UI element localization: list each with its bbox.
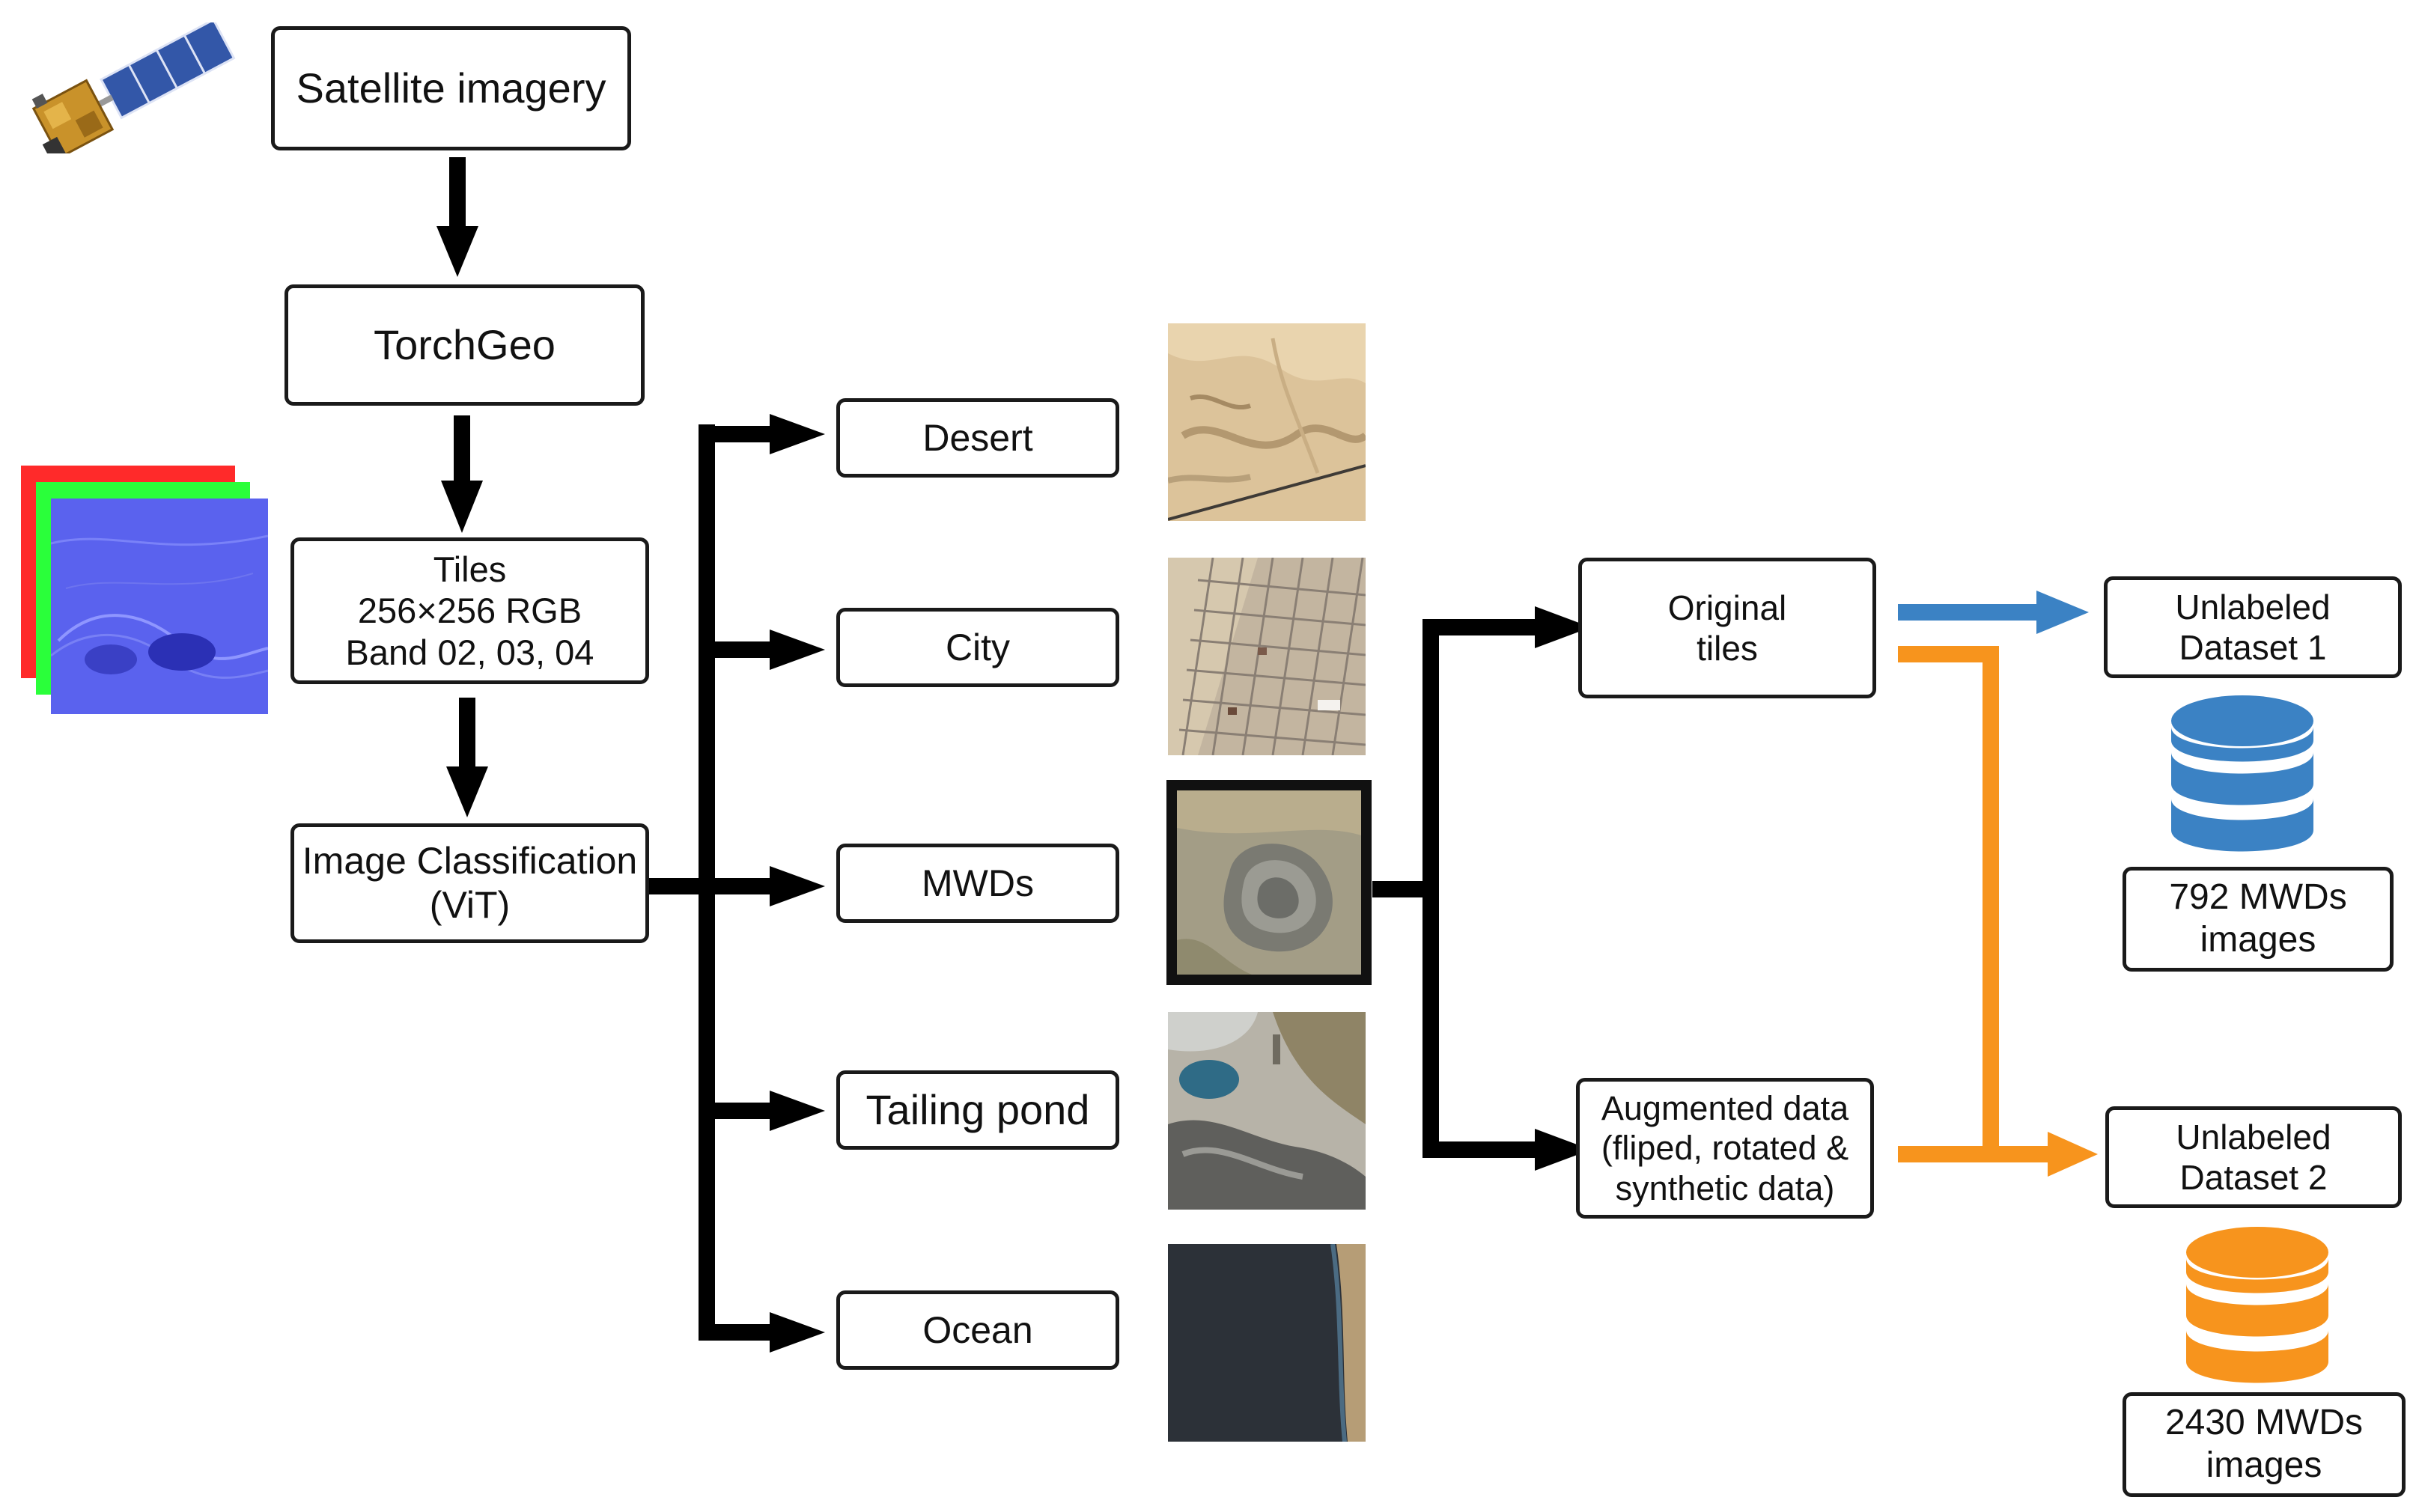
class-tailing-pond-box: Tailing pond bbox=[836, 1070, 1119, 1150]
class-desert-label: Desert bbox=[922, 416, 1033, 459]
dataset1-count-box: 792 MWDs images bbox=[2123, 867, 2394, 972]
database-icon bbox=[2186, 1227, 2328, 1383]
class-mwds-box: MWDs bbox=[836, 844, 1119, 923]
dataset2-title-1: Unlabeled bbox=[2176, 1117, 2331, 1156]
arrow-to-dataset2 bbox=[1898, 646, 2098, 1177]
image-classification-box: Image Classification (ViT) bbox=[290, 823, 649, 943]
arrow-to-dataset1 bbox=[1898, 591, 2089, 634]
class-desert-box: Desert bbox=[836, 398, 1119, 478]
dataset2-count-box: 2430 MWDs images bbox=[2123, 1392, 2406, 1497]
dataset2-count-1: 2430 MWDs bbox=[2164, 1403, 2364, 1443]
augmented-data-box: Augmented data (fliped, rotated & synthe… bbox=[1576, 1078, 1874, 1219]
augmented-label-3: synthetic data) bbox=[1615, 1168, 1835, 1207]
class-tailing-pond-label: Tailing pond bbox=[865, 1085, 1090, 1133]
dataset1-title-box: Unlabeled Dataset 1 bbox=[2104, 576, 2402, 678]
desert-sample-image bbox=[1168, 323, 1366, 521]
torchgeo-box: TorchGeo bbox=[284, 284, 645, 406]
dataset1-title-1: Unlabeled bbox=[2175, 587, 2331, 627]
dataset2-title-2: Dataset 2 bbox=[2179, 1158, 2328, 1197]
satellite-imagery-box: Satellite imagery bbox=[271, 26, 631, 150]
tiles-bands-label: Band 02, 03, 04 bbox=[345, 632, 594, 672]
class-ocean-box: Ocean bbox=[836, 1290, 1119, 1370]
original-tiles-label-1: Original bbox=[1667, 588, 1787, 627]
rgb-bands-icon bbox=[21, 466, 268, 714]
original-tiles-label-2: tiles bbox=[1697, 629, 1758, 668]
classification-model-label: (ViT) bbox=[429, 884, 511, 926]
mwds-sample-image bbox=[1166, 780, 1372, 985]
dataset2-count-2: images bbox=[2206, 1445, 2322, 1485]
city-sample-image bbox=[1168, 558, 1366, 755]
satellite-imagery-label: Satellite imagery bbox=[296, 64, 606, 112]
dataset1-count-1: 792 MWDs bbox=[2169, 877, 2347, 918]
database-icon bbox=[2171, 695, 2313, 852]
torchgeo-label: TorchGeo bbox=[374, 320, 556, 368]
classification-label: Image Classification bbox=[302, 840, 638, 882]
class-city-box: City bbox=[836, 608, 1119, 687]
blue-band bbox=[51, 499, 268, 714]
class-mwds-label: MWDs bbox=[922, 862, 1034, 904]
ocean-sample-image bbox=[1168, 1244, 1366, 1442]
dataset1-title-2: Dataset 1 bbox=[2179, 628, 2327, 667]
tiles-box: Tiles 256×256 RGB Band 02, 03, 04 bbox=[290, 537, 649, 684]
tailing-pond-sample-image bbox=[1168, 1012, 1366, 1210]
dataset1-count-2: images bbox=[2200, 920, 2316, 960]
augmented-label-2: (fliped, rotated & bbox=[1601, 1129, 1849, 1168]
class-city-label: City bbox=[945, 626, 1011, 668]
fanout-arrows bbox=[648, 414, 825, 1353]
augmented-label-1: Augmented data bbox=[1601, 1089, 1849, 1128]
satellite-icon bbox=[31, 22, 236, 153]
tiles-size-label: 256×256 RGB bbox=[357, 591, 582, 631]
tiles-label: Tiles bbox=[433, 549, 507, 589]
class-ocean-label: Ocean bbox=[922, 1308, 1033, 1351]
dataset2-title-box: Unlabeled Dataset 2 bbox=[2105, 1106, 2402, 1208]
original-tiles-box: Original tiles bbox=[1578, 558, 1876, 698]
split-arrows bbox=[1372, 606, 1591, 1171]
